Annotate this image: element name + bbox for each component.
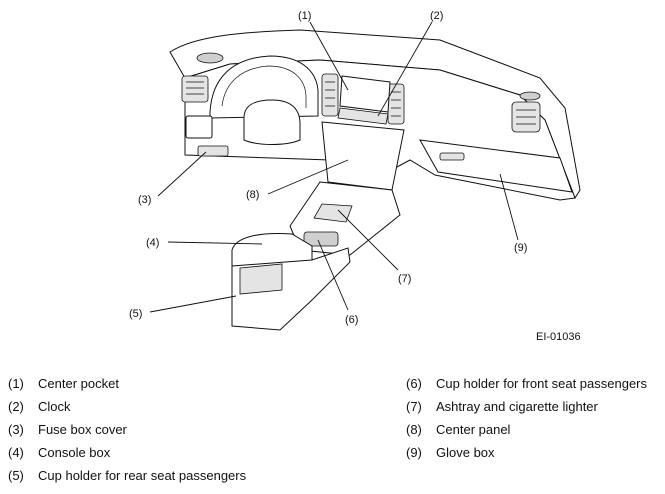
legend-label: Console box [38, 445, 111, 460]
left-air-vent [181, 75, 209, 103]
legend-item: (1) Center pocket [8, 372, 246, 395]
legend-label: Cup holder for rear seat passengers [38, 468, 247, 483]
legend-label: Center pocket [38, 376, 119, 391]
legend-number: (2) [8, 399, 24, 414]
leader-line-1 [309, 21, 349, 91]
steering-column [243, 99, 301, 145]
legend-left-column: (1) Center pocket (2) Clock (3) Fuse box co… [8, 372, 246, 487]
legend-label: Cup holder for front seat passengers [436, 376, 648, 391]
legend-item: (9) Glove box [406, 441, 647, 464]
legend-item: (4) Console box [8, 441, 246, 464]
ashtray [313, 203, 353, 223]
legend-item: (6) Cup holder for front seat passengers [406, 372, 647, 395]
center-left-vent [321, 73, 339, 117]
legend-number: (6) [406, 376, 422, 391]
lower-left-panel [185, 115, 213, 139]
glove-box-handle [439, 152, 465, 161]
center-panel [321, 121, 405, 191]
leader-line-5 [149, 295, 237, 313]
callout-1: (1) [298, 10, 311, 22]
callout-2: (2) [430, 10, 443, 22]
callout-3: (3) [138, 194, 151, 206]
callout-8: (8) [246, 189, 259, 201]
legend-number: (8) [406, 422, 422, 437]
legend-item: (7) Ashtray and cigarette lighter [406, 395, 647, 418]
legend-item: (8) Center panel [406, 418, 647, 441]
clock [337, 107, 389, 125]
center-right-vent [387, 83, 405, 125]
callout-4: (4) [146, 237, 159, 249]
callout-5: (5) [129, 308, 142, 320]
legend-item: (2) Clock [8, 395, 246, 418]
legend-number: (3) [8, 422, 24, 437]
callout-6: (6) [345, 314, 358, 326]
legend-item: (3) Fuse box cover [8, 418, 246, 441]
leader-line-7 [337, 209, 399, 271]
legend-number: (4) [8, 445, 24, 460]
legend-label: Ashtray and cigarette lighter [436, 399, 598, 414]
console-box [231, 233, 313, 269]
legend-item: (5) Cup holder for rear seat passengers [8, 464, 246, 487]
defroster-vent [196, 52, 224, 64]
leader-line-3 [157, 151, 207, 197]
fuse-box-cover [197, 145, 229, 157]
legend-number: (5) [8, 468, 24, 483]
leader-line-9 [499, 173, 519, 241]
leader-line-2 [377, 21, 433, 117]
legend-label: Center panel [436, 422, 511, 437]
center-pocket [339, 75, 391, 113]
legend-number: (9) [406, 445, 422, 460]
callout-9: (9) [514, 242, 527, 254]
legend-number: (7) [406, 399, 422, 414]
leader-line-6 [317, 239, 349, 311]
figure-id: EI-01036 [536, 331, 581, 343]
legend-label: Fuse box cover [38, 422, 127, 437]
leader-line-4 [167, 241, 263, 245]
legend-label: Glove box [436, 445, 495, 460]
legend-right-column: (6)Cup holder for front seat passengers … [406, 372, 647, 464]
callout-7: (7) [398, 273, 411, 285]
legend-label: Clock [38, 399, 71, 414]
leader-line-8 [267, 159, 349, 195]
rear-cup-holder [239, 263, 283, 295]
legend-number: (1) [8, 376, 24, 391]
right-defroster [519, 91, 541, 101]
dashboard-diagram: (1) (2) (3) (4) (5) (6) (7) (8) (9) EI-0… [129, 10, 581, 343]
